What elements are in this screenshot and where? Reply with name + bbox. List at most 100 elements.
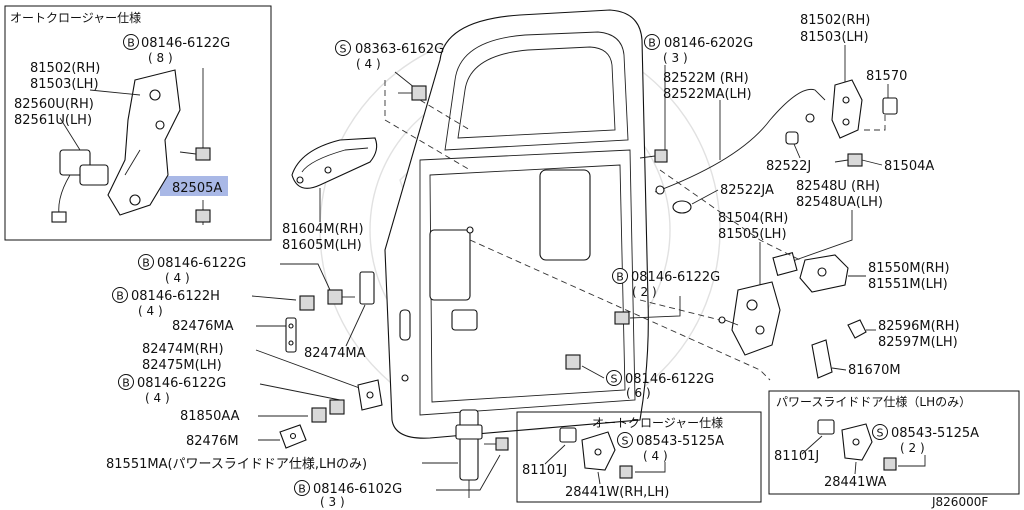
inset-auto-closure-bottom: オートクロージャー仕様 81101J S 08543-5125A ( 4 ) 2…	[516, 411, 762, 503]
outside-handle	[291, 137, 378, 189]
label-81850aa: 81850AA	[180, 409, 240, 424]
svg-text:S: S	[340, 43, 347, 56]
svg-text:B: B	[122, 377, 130, 390]
screw-08543-b	[883, 457, 897, 471]
circled-b-icon: B	[612, 268, 628, 284]
label-81502-rh: 81502(RH)	[800, 13, 870, 28]
qty-08543-b: ( 2 )	[900, 441, 925, 455]
hinge-82474m	[357, 379, 383, 411]
label-82476m: 82476M	[186, 434, 239, 449]
qty-08146-6122h: ( 4 )	[138, 304, 163, 318]
circled-b-icon: B	[118, 374, 134, 390]
figure-code: J826000F	[931, 495, 988, 509]
inset-striker-assembly	[107, 69, 181, 216]
label-81504: 81504(RH)	[718, 211, 788, 226]
qty-08543-a: ( 4 )	[643, 449, 668, 463]
inset-power-slide: パワースライドドア仕様（LHのみ） 81101J S 08543-5125A (…	[768, 390, 1020, 495]
label-81550m: 81550M(RH)	[868, 261, 950, 276]
label-08543-5125a-a: 08543-5125A	[636, 434, 724, 449]
label-81503-inset: 81503(LH)	[30, 77, 99, 92]
bolt-08146-6122g-c	[614, 311, 630, 325]
label-08146-6122g-c: 08146-6122G	[631, 270, 720, 285]
rear-striker-bracket	[831, 79, 863, 139]
label-81503-lh: 81503(LH)	[800, 30, 869, 45]
circled-b-icon: B	[112, 287, 128, 303]
qty-08146-6202g: ( 3 )	[663, 51, 688, 65]
svg-text:B: B	[127, 37, 135, 50]
label-82548ua: 82548UA(LH)	[796, 195, 883, 210]
label-82476ma: 82476MA	[172, 319, 234, 334]
svg-text:B: B	[142, 257, 150, 270]
striker-28441wa	[841, 423, 873, 461]
circled-b-icon: B	[644, 34, 660, 50]
label-08146-6102g: 08146-6102G	[313, 482, 402, 497]
label-08146-6122g-b: 08146-6122G	[137, 376, 226, 391]
qty-08363: ( 4 )	[356, 57, 381, 71]
circled-s-icon: S	[872, 424, 888, 440]
svg-text:B: B	[616, 271, 624, 284]
screw-08363	[398, 85, 427, 101]
label-08146-6202g: 08146-6202G	[664, 36, 753, 51]
hinge-bolts-lower	[311, 399, 345, 423]
label-81502-inset: 81502(RH)	[30, 61, 100, 76]
plate-82476ma	[285, 317, 297, 353]
label-81551m: 81551M(LH)	[868, 277, 948, 292]
circled-b-icon: B	[123, 34, 139, 50]
power-slide-actuator	[455, 409, 483, 498]
label-81604m: 81604M(RH)	[282, 222, 364, 237]
bracket-82474ma	[359, 271, 375, 305]
label-08363-6162g: 08363-6162G	[355, 42, 444, 57]
inset-title: オートクロージャー仕様	[10, 11, 141, 25]
bolt-08146-6102g	[484, 437, 509, 451]
label-82522j: 82522J	[766, 159, 811, 174]
label-82522m: 82522M (RH)	[663, 71, 749, 86]
label-82561u: 82561U(LH)	[14, 113, 92, 128]
qty-08146-6122g-d: ( 6 )	[626, 386, 651, 400]
qty-inset: ( 8 )	[148, 51, 173, 65]
label-82505a: 82505A	[172, 181, 222, 196]
svg-text:S: S	[611, 373, 618, 386]
label-81504a: 81504A	[884, 159, 934, 174]
screw-08543-a	[619, 465, 633, 479]
label-81101j-ps: 81101J	[774, 449, 819, 464]
qty-08146-6122g-b: ( 4 )	[145, 391, 170, 405]
qty-08146-6102g: ( 3 )	[320, 495, 345, 509]
gasket-82548u	[772, 252, 798, 276]
svg-text:S: S	[622, 435, 629, 448]
label-08146-6122g-d: 08146-6122G	[625, 372, 714, 387]
label-81605m: 81605M(LH)	[282, 238, 362, 253]
circled-s-icon: S	[335, 40, 351, 56]
label-82474m: 82474M(RH)	[142, 342, 224, 357]
clip-82522ja	[672, 200, 692, 214]
label-08543-5125a-b: 08543-5125A	[891, 426, 979, 441]
label-81670m: 81670M	[848, 363, 901, 378]
rear-lock-assembly	[718, 281, 781, 356]
inset-auto-closure-top: オートクロージャー仕様 B 08146-6122G ( 8 ) 81502(RH…	[4, 5, 272, 241]
part-81101j-ps	[817, 419, 835, 435]
label-28441w: 28441W(RH,LH)	[565, 485, 669, 500]
qty-08146-6122g-c: ( 2 )	[632, 285, 657, 299]
label-08146-6122g-a: 08146-6122G	[157, 256, 246, 271]
highlighted-part-82505a	[160, 176, 228, 196]
part-82596m	[847, 319, 867, 339]
label-82597m: 82597M(LH)	[878, 335, 958, 350]
circled-s-icon: S	[617, 432, 633, 448]
sliding-door-frame	[384, 9, 649, 439]
label-81570: 81570	[866, 69, 907, 84]
bolt-81504a	[834, 153, 863, 167]
actuator-81550m	[799, 254, 849, 293]
inset-actuator-motor	[51, 149, 109, 223]
clip-82522j	[785, 131, 799, 145]
label-81101j: 81101J	[522, 463, 567, 478]
circled-s-icon: S	[606, 370, 622, 386]
label-82474ma: 82474MA	[304, 346, 366, 361]
label-82560u: 82560U(RH)	[14, 97, 94, 112]
label-82475m: 82475M(LH)	[142, 358, 222, 373]
svg-text:S: S	[877, 427, 884, 440]
inset-bolts	[179, 68, 211, 225]
circled-b-icon: B	[294, 480, 310, 496]
inset-title: オートクロージャー仕様	[592, 416, 723, 430]
bolt-08146-6202g	[639, 149, 668, 163]
label-81551ma: 81551MA(パワースライドドア仕様,LHのみ)	[106, 457, 367, 472]
